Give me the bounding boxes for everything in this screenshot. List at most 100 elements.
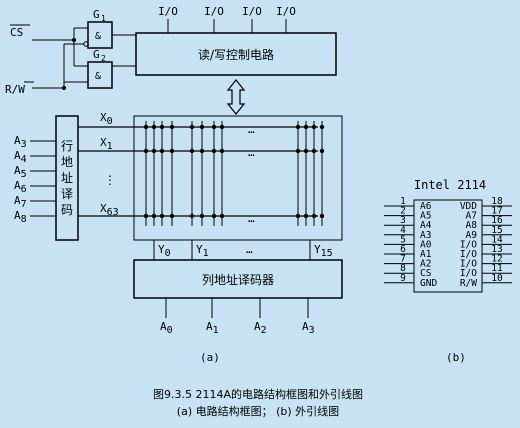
chip-pin-number: 10 [491,273,503,284]
io-label-3: I/O [242,5,262,18]
memory-cell [159,148,165,154]
memory-cell [169,148,175,154]
chip-title: Intel 2114 [414,178,486,192]
chip-pin-name: R/W [460,278,477,289]
memory-array-box [133,115,343,241]
chip-pin-number: 11 [491,263,503,274]
chip-pin-name: I/O [460,239,477,250]
col-addr-0: A0 [160,320,173,336]
memory-cell [295,124,301,130]
memory-cell [319,213,325,219]
chip-pin-number: 2 [400,206,406,217]
row-decoder-char-5: 码 [61,203,73,217]
row-decoder-block: 行 地 址 译 码 [55,115,79,241]
memory-cell [319,148,325,154]
grid-ellipsis-top: … [248,123,255,136]
chip-pin-number: 12 [491,254,502,265]
col-line-y1: Y1 [196,243,209,259]
chip-pin-number: 17 [491,206,502,217]
col-line-y15: Y15 [314,243,333,259]
rw-input: R/W [5,81,66,96]
row-addr-1: A4 [14,149,27,165]
grid-ellipsis-mid: … [248,146,255,159]
rw-control-block: 读/写控制电路 [135,32,337,76]
chip-pin-name: A6 [420,201,432,212]
memory-cell [143,124,149,130]
cs-label: CS [10,26,23,39]
chip-pin-name: A5 [420,211,431,222]
io-label-1: I/O [158,5,178,18]
row-decoder-char-1: 行 [61,139,73,153]
memory-cell [199,124,205,130]
memory-cell [151,148,157,154]
column-lines: Y0 Y1 Y15 … [153,240,333,260]
gate-g2-symbol: & [95,71,101,82]
chip-pin-name: A3 [420,230,431,241]
chip-pin-number: 4 [400,225,406,236]
memory-cell [151,213,157,219]
memory-cell [311,124,317,130]
gate-g1-symbol: & [95,31,101,42]
memory-cell [311,213,317,219]
gate-g2-sub: 2 [101,54,106,63]
chip-pin-name: A7 [466,211,477,222]
row-decoder-char-2: 地 [61,155,73,169]
memory-cell [169,213,175,219]
io-label-2: I/O [204,5,224,18]
chip-pin-number: 18 [491,196,503,207]
row-vdots: ⋮ [104,173,116,187]
memory-cell [211,213,217,219]
memory-cell [151,124,157,130]
memory-cell [169,124,175,130]
row-addr-0: A3 [14,134,27,150]
memory-cell [189,148,195,154]
chip-pin-name: A2 [420,259,431,270]
row-line-x0: X0 [100,111,113,127]
chip-pin-number: 15 [491,225,502,236]
chip-pin-number: 6 [400,244,406,255]
chip-pin-name: A9 [466,230,478,241]
cs-input: CS [10,24,76,42]
row-decoder-char-3: 址 [61,171,73,185]
memory-cell [303,148,309,154]
chip-pin-number: 1 [400,196,406,207]
gate-g1-sub: 1 [101,14,106,23]
gate-g2: & G 2 [87,48,136,89]
memory-cell [211,124,217,130]
chip-pin-number: 16 [491,215,503,226]
chip-pin-number: 8 [400,263,406,274]
memory-cell [189,213,195,219]
chip-pin-name: I/O [460,268,477,279]
memory-cell [295,148,301,154]
data-bus-arrow [226,79,246,115]
memory-cell [219,124,225,130]
chip-pin-number: 9 [400,273,406,284]
caption-sub: (a) 电路结构框图； (b) 外引线图 [177,404,339,418]
chip-pin-number: 13 [491,244,502,255]
memory-cell [303,124,309,130]
memory-cell [219,213,225,219]
memory-cell [159,124,165,130]
memory-cell [219,148,225,154]
memory-cell [159,213,165,219]
col-addr-1: A1 [206,320,219,336]
col-line-y0: Y0 [158,243,171,259]
row-lines: X0 X1 X63 ⋮ [78,111,318,218]
row-line-x63: X63 [100,202,119,218]
col-addr-2: A2 [254,320,267,336]
row-addr-2: A5 [14,164,27,180]
memory-cell [143,148,149,154]
row-addr-3: A6 [14,179,27,195]
chip-pin-name: A0 [420,239,432,250]
row-addr-4: A7 [14,194,27,210]
chip-pin-name: CS [420,268,432,279]
memory-cell-grid [143,121,325,226]
memory-cell [295,213,301,219]
memory-cell [199,213,205,219]
memory-cell [319,124,325,130]
memory-cell [143,213,149,219]
row-addr-5: A8 [14,209,27,225]
label-b: (b) [446,351,466,364]
